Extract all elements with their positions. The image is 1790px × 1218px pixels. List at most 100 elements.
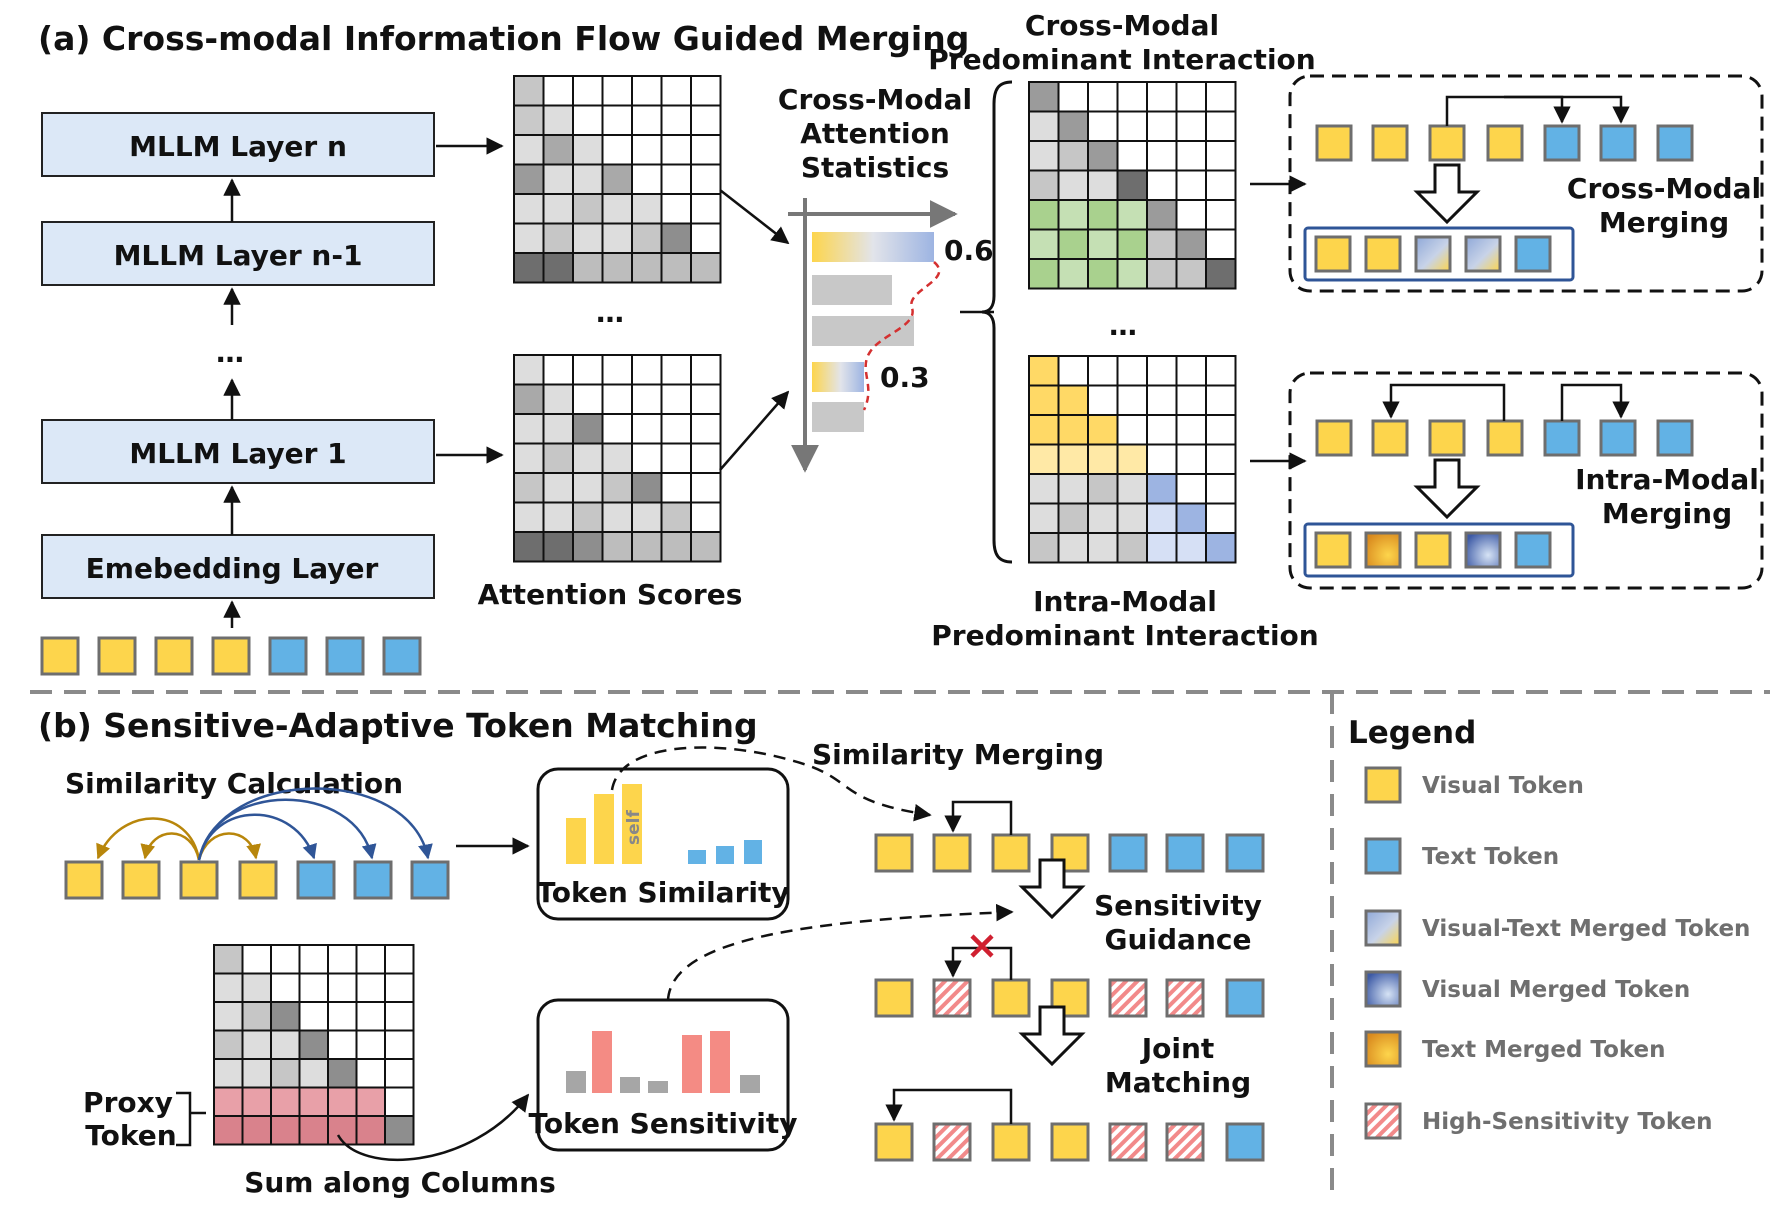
- visual-token: [874, 1122, 914, 1162]
- matrix-cell: [660, 222, 692, 254]
- matrix-cell: [1057, 169, 1089, 201]
- high-sensitivity-token: [1108, 978, 1148, 1018]
- matrix-cell: [384, 1029, 415, 1060]
- visual-token: [238, 860, 278, 900]
- section-b-title: (b) Sensitive-Adaptive Token Matching: [38, 706, 758, 745]
- matrix-cell: [355, 944, 386, 975]
- legend-item-label: Visual Merged Token: [1422, 977, 1690, 1003]
- matrix-cell: [1175, 258, 1207, 290]
- matrix-cell: [1146, 199, 1178, 231]
- self-label: self: [624, 810, 644, 845]
- matrix-cell: [355, 1001, 386, 1032]
- text-token: [268, 636, 308, 676]
- matrix-cell: [241, 1115, 272, 1146]
- matrix-cell: [542, 193, 574, 225]
- text-token: [382, 636, 422, 676]
- matrix-cell: [660, 354, 692, 386]
- text-merged-token: [1364, 1030, 1402, 1068]
- matrix-cell: [513, 252, 545, 284]
- visual-token: [1364, 766, 1402, 804]
- matrix-cell: [542, 222, 574, 254]
- stats-trend-dashed-line: [862, 261, 941, 411]
- visual-token: [991, 978, 1031, 1018]
- matrix-cell: [572, 413, 604, 445]
- matrix-cell: [690, 531, 722, 563]
- sensitivity-guidance-line2: Guidance: [1105, 923, 1252, 956]
- matrix-cell: [1028, 443, 1060, 475]
- matrix-cell: [1205, 228, 1237, 260]
- down-hollow-arrow: [1413, 458, 1481, 520]
- split-brace: [960, 80, 1013, 564]
- text-token: [1514, 531, 1552, 569]
- cross-merging-label-line1: Cross-Modal: [1567, 172, 1761, 205]
- matrix-cell: [1087, 110, 1119, 142]
- matrix-cell: [1205, 355, 1237, 387]
- token-sensitivity-label: Token Sensitivity: [529, 1107, 798, 1140]
- text-token: [296, 860, 336, 900]
- attention-matrix-layer-n: [513, 75, 722, 284]
- matrix-cell: [601, 383, 633, 415]
- matrix-cell: [1087, 473, 1119, 505]
- similarity-bar-text: [744, 840, 762, 864]
- high-sensitivity-token: [1364, 1102, 1402, 1140]
- matrix-cell: [1116, 502, 1148, 534]
- visual-token: [1414, 531, 1452, 569]
- matrix-cell: [1116, 228, 1148, 260]
- matrix-cell: [1146, 228, 1178, 260]
- text-token: [1225, 1122, 1265, 1162]
- similarity-bar-text: [688, 850, 706, 864]
- matrix-cell: [327, 1058, 358, 1089]
- cross-interaction-title-line2: Predominant Interaction: [928, 43, 1315, 76]
- visual-token: [97, 636, 137, 676]
- visual-token: [1371, 419, 1409, 457]
- matrix-cell: [660, 75, 692, 107]
- merged-row-frame: [1303, 522, 1575, 578]
- text-token: [410, 860, 450, 900]
- matrix-cell: [1175, 532, 1207, 564]
- matrix-cell: [1146, 258, 1178, 290]
- legend-item-label: Visual-Text Merged Token: [1422, 916, 1750, 942]
- matrix-cell: [572, 75, 604, 107]
- matrix-cell: [1116, 414, 1148, 446]
- intra-modal-interaction-matrix: [1028, 355, 1237, 564]
- matrix-cell: [1057, 443, 1089, 475]
- text-token: [1364, 837, 1402, 875]
- token-sensitivity-bars: [566, 1031, 760, 1093]
- matrix-cell: [1057, 228, 1089, 260]
- matrix-cell: [542, 531, 574, 563]
- sensitivity-bar: [710, 1031, 730, 1093]
- visual-token: [991, 1122, 1031, 1162]
- matrix-cell: [542, 413, 574, 445]
- visual-token: [1428, 124, 1466, 162]
- visual-token: [1486, 124, 1524, 162]
- matrix-cell: [327, 1029, 358, 1060]
- matrix-ellipsis: …: [596, 296, 624, 329]
- matrix-cell: [355, 1115, 386, 1146]
- matrix-cell: [690, 193, 722, 225]
- sensitivity-bar: [740, 1075, 760, 1093]
- matrix-cell: [542, 75, 574, 107]
- matrix-cell: [690, 75, 722, 107]
- matrix-cell: [241, 1058, 272, 1089]
- similarity-bar-visual: [594, 794, 614, 864]
- down-hollow-arrow: [1413, 163, 1481, 225]
- matrix-cell: [384, 1086, 415, 1117]
- matrix-cell: [355, 1058, 386, 1089]
- matrix-cell: [1205, 258, 1237, 290]
- matrix-cell: [1087, 199, 1119, 231]
- matrix-cell: [631, 383, 663, 415]
- matrix-cell: [213, 1029, 244, 1060]
- matrix-cell: [572, 501, 604, 533]
- matrix-cell: [601, 472, 633, 504]
- matrix-cell: [270, 944, 301, 975]
- matrix-cell: [1028, 228, 1060, 260]
- matrix-cell: [1087, 443, 1119, 475]
- matrix-cell: [601, 222, 633, 254]
- matrix-cell: [660, 501, 692, 533]
- matrix-cell: [1057, 473, 1089, 505]
- matrix-cell: [572, 193, 604, 225]
- matrix-cell: [572, 442, 604, 474]
- matrix-cell: [1087, 81, 1119, 113]
- matrix-cell: [1116, 473, 1148, 505]
- similarity-arc-visual: [96, 817, 201, 861]
